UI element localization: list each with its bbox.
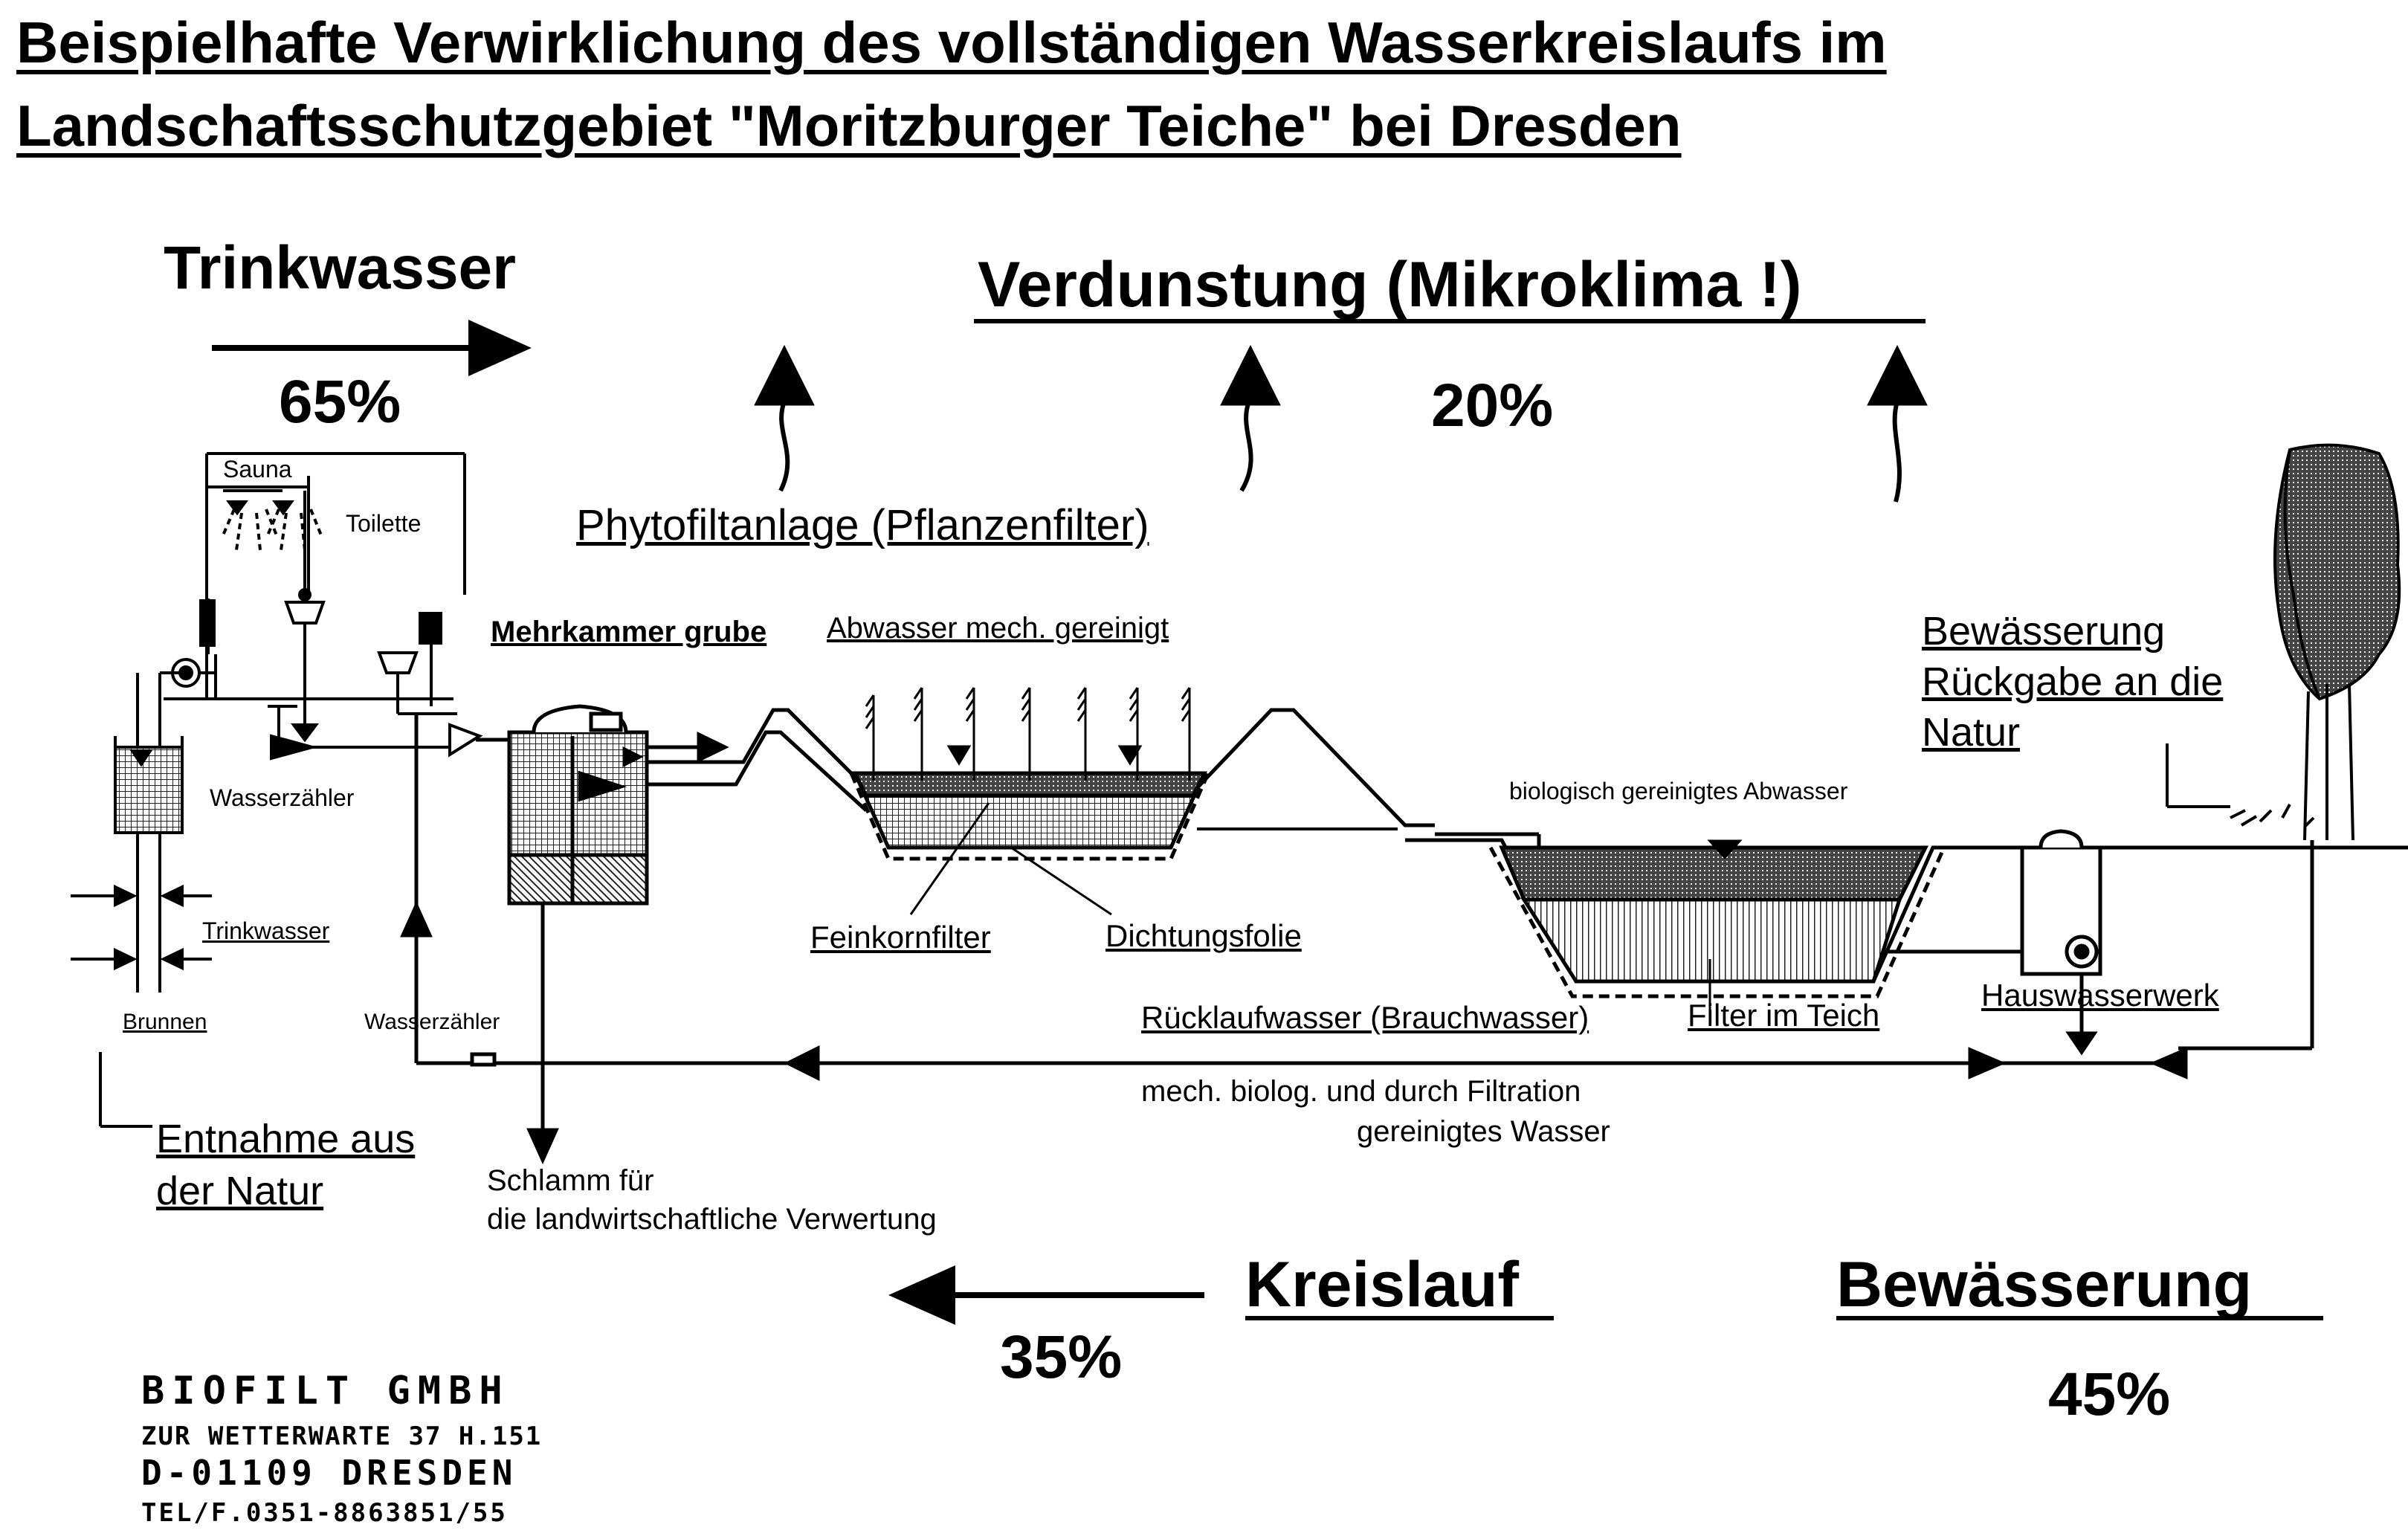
wasserzaehler-top-label: Wasserzähler	[210, 784, 355, 811]
kreislauf-percent: 35%	[1000, 1323, 1123, 1391]
title-line-1: Beispielhafte Verwirklichung des vollstä…	[16, 10, 1887, 75]
company-city: D-01109 DRESDEN	[141, 1453, 517, 1493]
phytofilt-label: Phytofiltanlage (Pflanzenfilter)	[576, 501, 1149, 549]
septic-tank	[507, 704, 649, 906]
filter-teich-label: Filter im Teich	[1688, 998, 1880, 1033]
company-phone: TEL/F.0351-8863851/55	[141, 1498, 508, 1528]
bewaesserung-percent: 45%	[2048, 1361, 2171, 1428]
mech-biolog-label: mech. biolog. und durch Filtration	[1141, 1075, 1581, 1108]
dichtungsfolie-label: Dichtungsfolie	[1105, 918, 1302, 953]
well	[71, 654, 217, 1128]
gereinigtes-label: gereinigtes Wasser	[1357, 1115, 1610, 1148]
bewaesserung-rueckgabe-line2: Rückgabe an die	[1922, 659, 2224, 704]
mehrkammer-label: Mehrkammer grube	[491, 616, 767, 648]
kreislauf-arrow	[888, 1265, 1204, 1325]
wasserzaehler-bottom-label: Wasserzähler	[364, 1010, 500, 1034]
bewaesserung-label: Bewässerung	[1836, 1249, 2253, 1320]
entnahme-line2: der Natur	[156, 1169, 324, 1213]
pond	[1405, 838, 2408, 1011]
bewaesserung-rueckgabe-line1: Bewässerung	[1922, 609, 2166, 654]
company-street: ZUR WETTERWARTE 37 H.151	[141, 1422, 543, 1451]
brunnen-label: Brunnen	[123, 1010, 207, 1034]
tree	[2166, 443, 2401, 841]
hauswasserwerk-label: Hauswasserwerk	[1981, 978, 2219, 1013]
house-waterworks	[2020, 829, 2102, 976]
bewaesserung-rueckgabe-line3: Natur	[1922, 710, 2021, 755]
sauna-label: Sauna	[223, 456, 292, 483]
entnahme-line1: Entnahme aus	[156, 1117, 416, 1161]
trinkwasser-arrow	[212, 320, 532, 376]
biologisch-label: biologisch gereinigtes Abwasser	[1509, 778, 1848, 804]
house	[164, 452, 483, 761]
feinkornfilter-label: Feinkornfilter	[810, 920, 991, 955]
trinkwasser-small-label: Trinkwasser	[202, 917, 330, 944]
schlamm-line1: Schlamm für	[487, 1164, 654, 1197]
plant-filter-basin	[647, 687, 1435, 916]
trinkwasser-percent: 65%	[279, 368, 401, 436]
evaporation-arrows	[754, 344, 1928, 503]
company-name: BIOFILT GMBH	[141, 1369, 510, 1413]
title-line-2: Landschaftsschutzgebiet "Moritzburger Te…	[16, 93, 1682, 158]
trinkwasser-label: Trinkwasser	[164, 234, 517, 302]
title-underlines	[974, 319, 2323, 1320]
toilette-label: Toilette	[346, 510, 422, 537]
schlamm-line2: die landwirtschaftliche Verwertung	[487, 1203, 937, 1236]
verdunstung-label: Verdunstung (Mikroklima !)	[978, 249, 1802, 320]
kreislauf-label: Kreislauf	[1245, 1249, 1520, 1320]
abwasser-mech-label: Abwasser mech. gereinigt	[827, 612, 1169, 645]
ruecklaufwasser-label: Rücklaufwasser (Brauchwasser)	[1141, 1000, 1589, 1035]
verdunstung-percent: 20%	[1431, 372, 1554, 439]
